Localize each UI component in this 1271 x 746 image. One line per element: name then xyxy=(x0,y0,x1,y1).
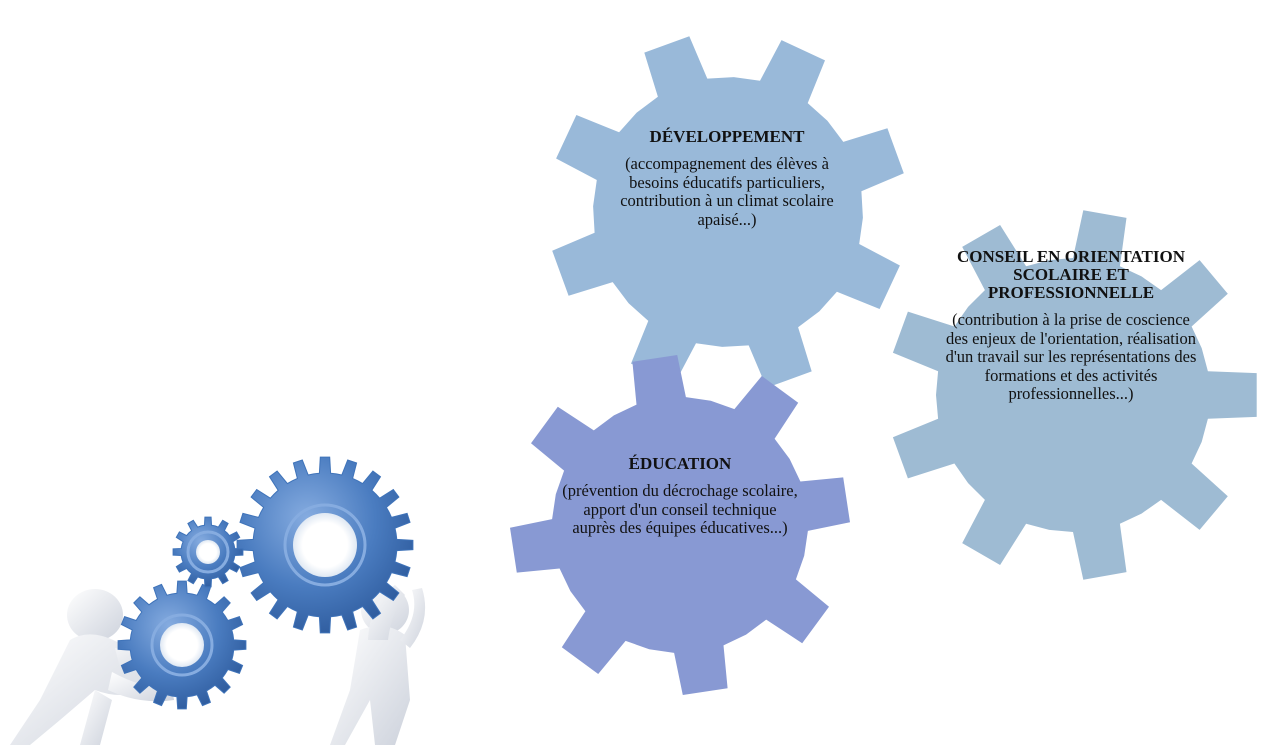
gear-conseil-body: (contribution à la prise de coscience de… xyxy=(945,310,1197,403)
illustration-gear-medium xyxy=(117,580,247,710)
illustration-gear-small xyxy=(172,516,244,588)
gear-conseil xyxy=(892,210,1257,580)
gear-education xyxy=(510,355,850,695)
gear-conseil-title: CONSEIL EN ORIENTATION SCOLAIRE ET PROFE… xyxy=(957,247,1185,302)
gear-development xyxy=(552,36,904,388)
gear-development-text: DÉVELOPPEMENT (accompagnement des élèves… xyxy=(600,128,854,229)
gear-development-title: DÉVELOPPEMENT xyxy=(649,127,805,146)
gear-development-body: (accompagnement des élèves à besoins édu… xyxy=(620,154,834,229)
gear-education-text: ÉDUCATION (prévention du décrochage scol… xyxy=(560,455,800,538)
gear-conseil-text: CONSEIL EN ORIENTATION SCOLAIRE ET PROFE… xyxy=(944,248,1198,404)
gear-education-title: ÉDUCATION xyxy=(628,454,732,473)
illustration-gear-large xyxy=(236,456,414,634)
gear-education-body: (prévention du décrochage scolaire, appo… xyxy=(562,481,798,537)
